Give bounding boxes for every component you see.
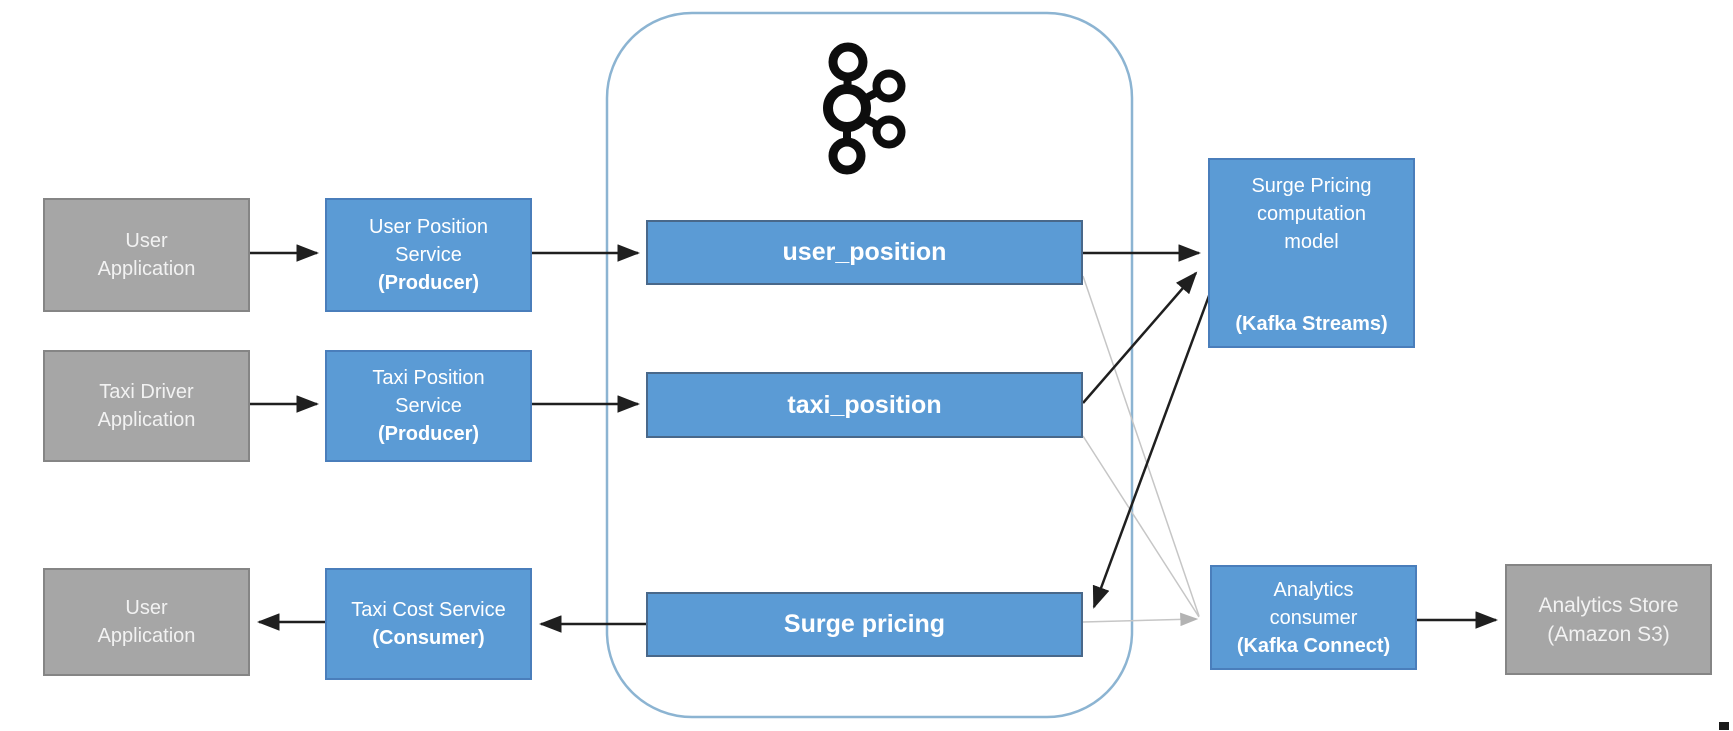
node-label: Service xyxy=(395,244,462,266)
line-user-position-to-analytics xyxy=(1082,275,1200,617)
kafka-logo-icon xyxy=(823,42,906,175)
node-role-label: (Consumer) xyxy=(372,627,485,649)
kafka-cluster-boundary xyxy=(605,11,1134,719)
node-label: User xyxy=(125,230,168,252)
line-surge-pricing-to-analytics xyxy=(1082,612,1199,627)
node-label: Analytics xyxy=(1273,578,1354,601)
node-role-label: (Kafka Streams) xyxy=(1235,313,1388,335)
corner-artifact-dot xyxy=(1719,722,1729,730)
node-taxi-cost-service: Taxi Cost Service (Consumer) xyxy=(325,568,532,680)
topic-taxi-position: taxi_position xyxy=(646,372,1083,438)
gray-feed-lines xyxy=(1082,275,1200,627)
node-user-application-bottom: User Application xyxy=(43,568,250,676)
node-taxi-driver-application: Taxi Driver Application xyxy=(43,350,250,462)
node-label: Analytics Store xyxy=(1538,593,1679,617)
node-user-position-service: User Position Service (Producer) xyxy=(325,198,532,312)
node-label: model xyxy=(1284,231,1339,253)
node-surge-pricing-model: Surge Pricing computation model (Kafka S… xyxy=(1208,158,1415,348)
node-label: Surge Pricing xyxy=(1251,175,1372,197)
topic-user-position: user_position xyxy=(646,220,1083,285)
topic-label: user_position xyxy=(782,238,947,266)
node-label: Application xyxy=(97,409,196,431)
node-label: Taxi Position xyxy=(372,367,485,389)
node-label: Application xyxy=(97,625,196,647)
node-label: Service xyxy=(395,395,462,417)
node-role-label: (Kafka Connect) xyxy=(1236,634,1391,657)
node-label: computation xyxy=(1257,203,1366,225)
node-label: User xyxy=(125,597,168,619)
node-label: consumer xyxy=(1269,606,1358,629)
line-taxi-position-to-analytics xyxy=(1082,435,1200,618)
node-label: Application xyxy=(97,258,196,280)
node-role-label: (Producer) xyxy=(377,272,480,294)
topic-label: taxi_position xyxy=(787,390,942,419)
node-analytics-consumer: Analytics consumer (Kafka Connect) xyxy=(1210,565,1417,670)
node-label: Taxi Driver xyxy=(99,381,194,403)
node-label: User Position xyxy=(369,216,488,238)
black-arrows xyxy=(250,244,1499,633)
node-role-label: (Producer) xyxy=(377,423,480,445)
topic-label: Surge pricing xyxy=(783,610,946,638)
node-label: (Amazon S3) xyxy=(1547,622,1670,646)
node-label: Taxi Cost Service xyxy=(351,599,506,621)
node-taxi-position-service: Taxi Position Service (Producer) xyxy=(325,350,532,462)
node-analytics-store: Analytics Store (Amazon S3) xyxy=(1505,564,1712,675)
node-user-application-top: User Application xyxy=(43,198,250,312)
arrow-taxi-position-topic-to-model xyxy=(1082,271,1198,404)
topic-surge-pricing: Surge pricing xyxy=(646,592,1083,657)
arrow-model-to-surge-topic xyxy=(1092,292,1212,609)
